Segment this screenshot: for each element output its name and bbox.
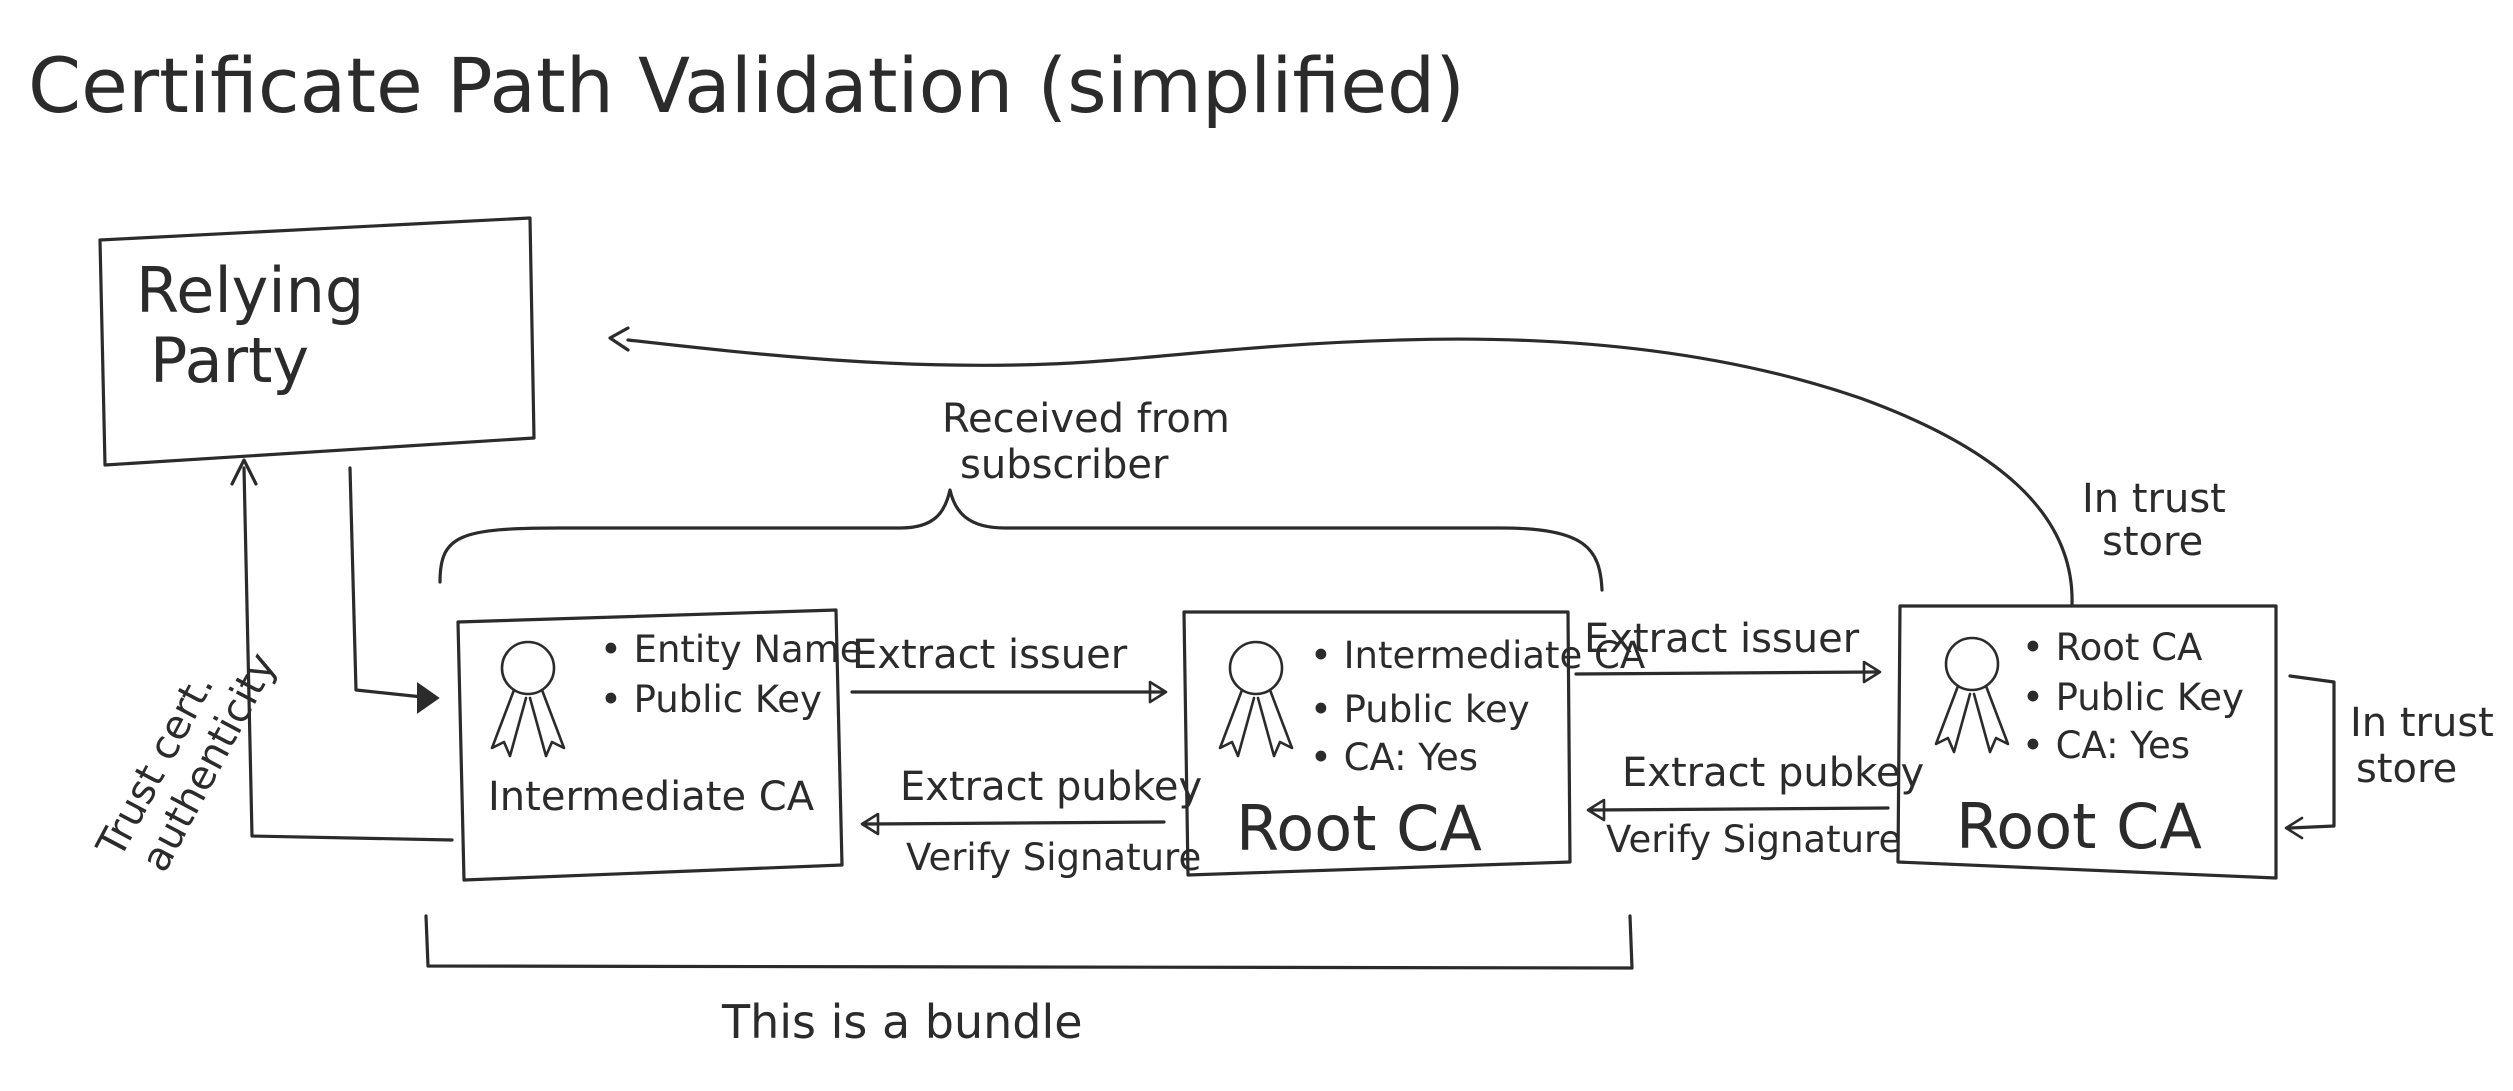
verify-signature-label-2: Verify Signature: [1606, 818, 1901, 861]
certificate-ribbon-icon: [1218, 640, 1294, 758]
right-cert-label: Root CA: [1956, 790, 2202, 863]
right-item-2: • Public Key: [2022, 676, 2244, 719]
bundle-bracket: [424, 914, 1634, 970]
intermediate-item-1: • Entity Name: [600, 628, 863, 671]
relying-party-box: Relying Party: [98, 216, 536, 467]
middle-item-3: • CA: Yes: [1310, 736, 1478, 779]
received-from-label-line2: subscriber: [960, 442, 1169, 488]
arrowhead-open-left-icon: [860, 812, 880, 836]
intermediate-item-2: • Public Key: [600, 678, 822, 721]
right-root-ca-certificate: • Root CA • Public Key • CA: Yes Root CA: [1896, 604, 2278, 880]
relying-party-to-intermediate-arrow: [348, 466, 434, 700]
verify-arrow-1: [864, 820, 1166, 826]
middle-item-2: • Public key: [1310, 688, 1530, 731]
extract-pubkey-label-1: Extract pubkey: [900, 764, 1202, 810]
received-brace: [438, 488, 1604, 592]
middle-root-ca-certificate: • Intermediate CA • Public key • CA: Yes…: [1182, 610, 1645, 877]
arrowhead-open-right-icon: [1148, 680, 1168, 704]
arrowhead-left-icon: [608, 326, 630, 352]
verify-arrow-2: [1590, 806, 1890, 812]
middle-item-1: • Intermediate CA: [1310, 634, 1645, 677]
right-item-1: • Root CA: [2022, 626, 2202, 669]
extract-issuer-arrow-2: [1574, 670, 1878, 676]
extract-pubkey-label-2: Extract pubkey: [1622, 750, 1924, 796]
relying-party-label-line1: Relying: [136, 254, 364, 327]
arrowhead-open-right-icon: [1862, 660, 1882, 684]
extract-issuer-label-2: Extract issuer: [1584, 616, 1860, 662]
intermediate-cert-label: Intermediate CA: [488, 774, 815, 820]
trust-store-self-loop: [2288, 674, 2336, 830]
in-trust-store-right-line2: store: [2356, 746, 2457, 792]
certificate-ribbon-icon: [1934, 636, 2010, 754]
arrowhead-right-icon: [417, 682, 440, 714]
arrowhead-left-icon: [2284, 816, 2304, 840]
trust-store-to-relying-party-curve: [626, 337, 2074, 607]
relying-party-label-line2: Party: [150, 324, 309, 397]
bundle-label: This is a bundle: [721, 995, 1083, 1049]
arrowhead-open-left-icon: [1586, 798, 1606, 822]
intermediate-ca-certificate: • Entity Name • Public Key Intermediate …: [456, 608, 863, 882]
received-from-label-line1: Received from: [942, 396, 1230, 442]
verify-signature-label-1: Verify Signature: [906, 836, 1201, 879]
arrowhead-up-icon: [230, 458, 258, 486]
trust-cert-arrow: [242, 466, 454, 842]
in-trust-store-top-line2: store: [2102, 519, 2203, 565]
in-trust-store-top-line1: In trust: [2082, 476, 2226, 522]
in-trust-store-right-line1: In trust: [2350, 700, 2494, 746]
page-title: Certificate Path Validation (simplified): [28, 41, 1465, 130]
right-item-3: • CA: Yes: [2022, 724, 2190, 767]
middle-cert-label: Root CA: [1236, 792, 1482, 865]
certificate-ribbon-icon: [490, 640, 566, 758]
extract-issuer-label-1: Extract issuer: [852, 632, 1128, 678]
